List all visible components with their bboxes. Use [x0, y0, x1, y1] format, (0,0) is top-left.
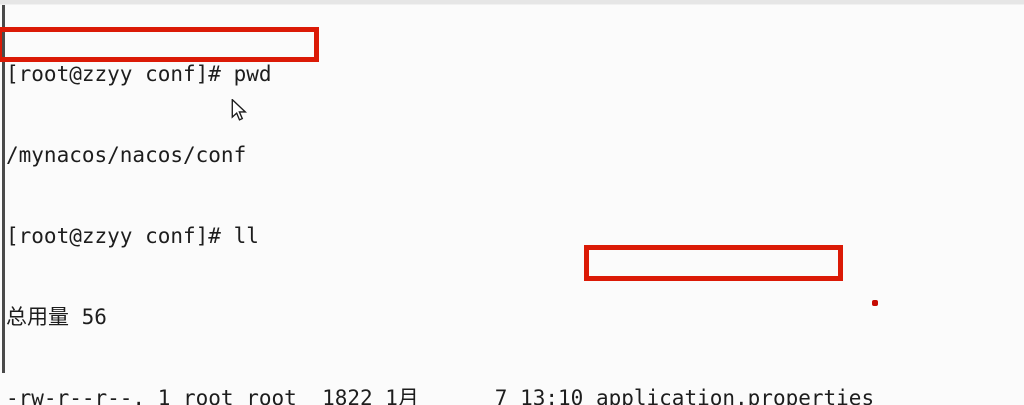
annotation-box-pwd-path [0, 27, 319, 62]
window-top-edge [0, 0, 1024, 5]
shell-prompt: [root@zzyy conf]# [6, 224, 234, 248]
shell-prompt: [root@zzyy conf]# [6, 62, 234, 86]
total-usage-label: 总用量 56 [6, 305, 107, 329]
window-left-edge [2, 5, 5, 373]
command-pwd: pwd [233, 62, 272, 86]
file-listing-row: -rw-r--r--. 1 root root 1822 1月 7 13:10 … [6, 386, 875, 405]
terminal-line-ll-command: [root@zzyy conf]# ll [6, 223, 975, 250]
terminal-line-pwd-command: [root@zzyy conf]# pwd [6, 61, 975, 88]
annotation-box-nacos-mysql [584, 245, 843, 281]
file-listing: -rw-r--r--. 1 root root 1822 1月 7 13:10 … [6, 385, 975, 405]
annotation-red-dot [872, 300, 878, 306]
command-ll: ll [233, 224, 259, 248]
pwd-output: /mynacos/nacos/conf [6, 143, 247, 167]
terminal-content[interactable]: [root@zzyy conf]# pwd /mynacos/nacos/con… [6, 7, 975, 405]
mouse-cursor-icon [231, 99, 247, 121]
